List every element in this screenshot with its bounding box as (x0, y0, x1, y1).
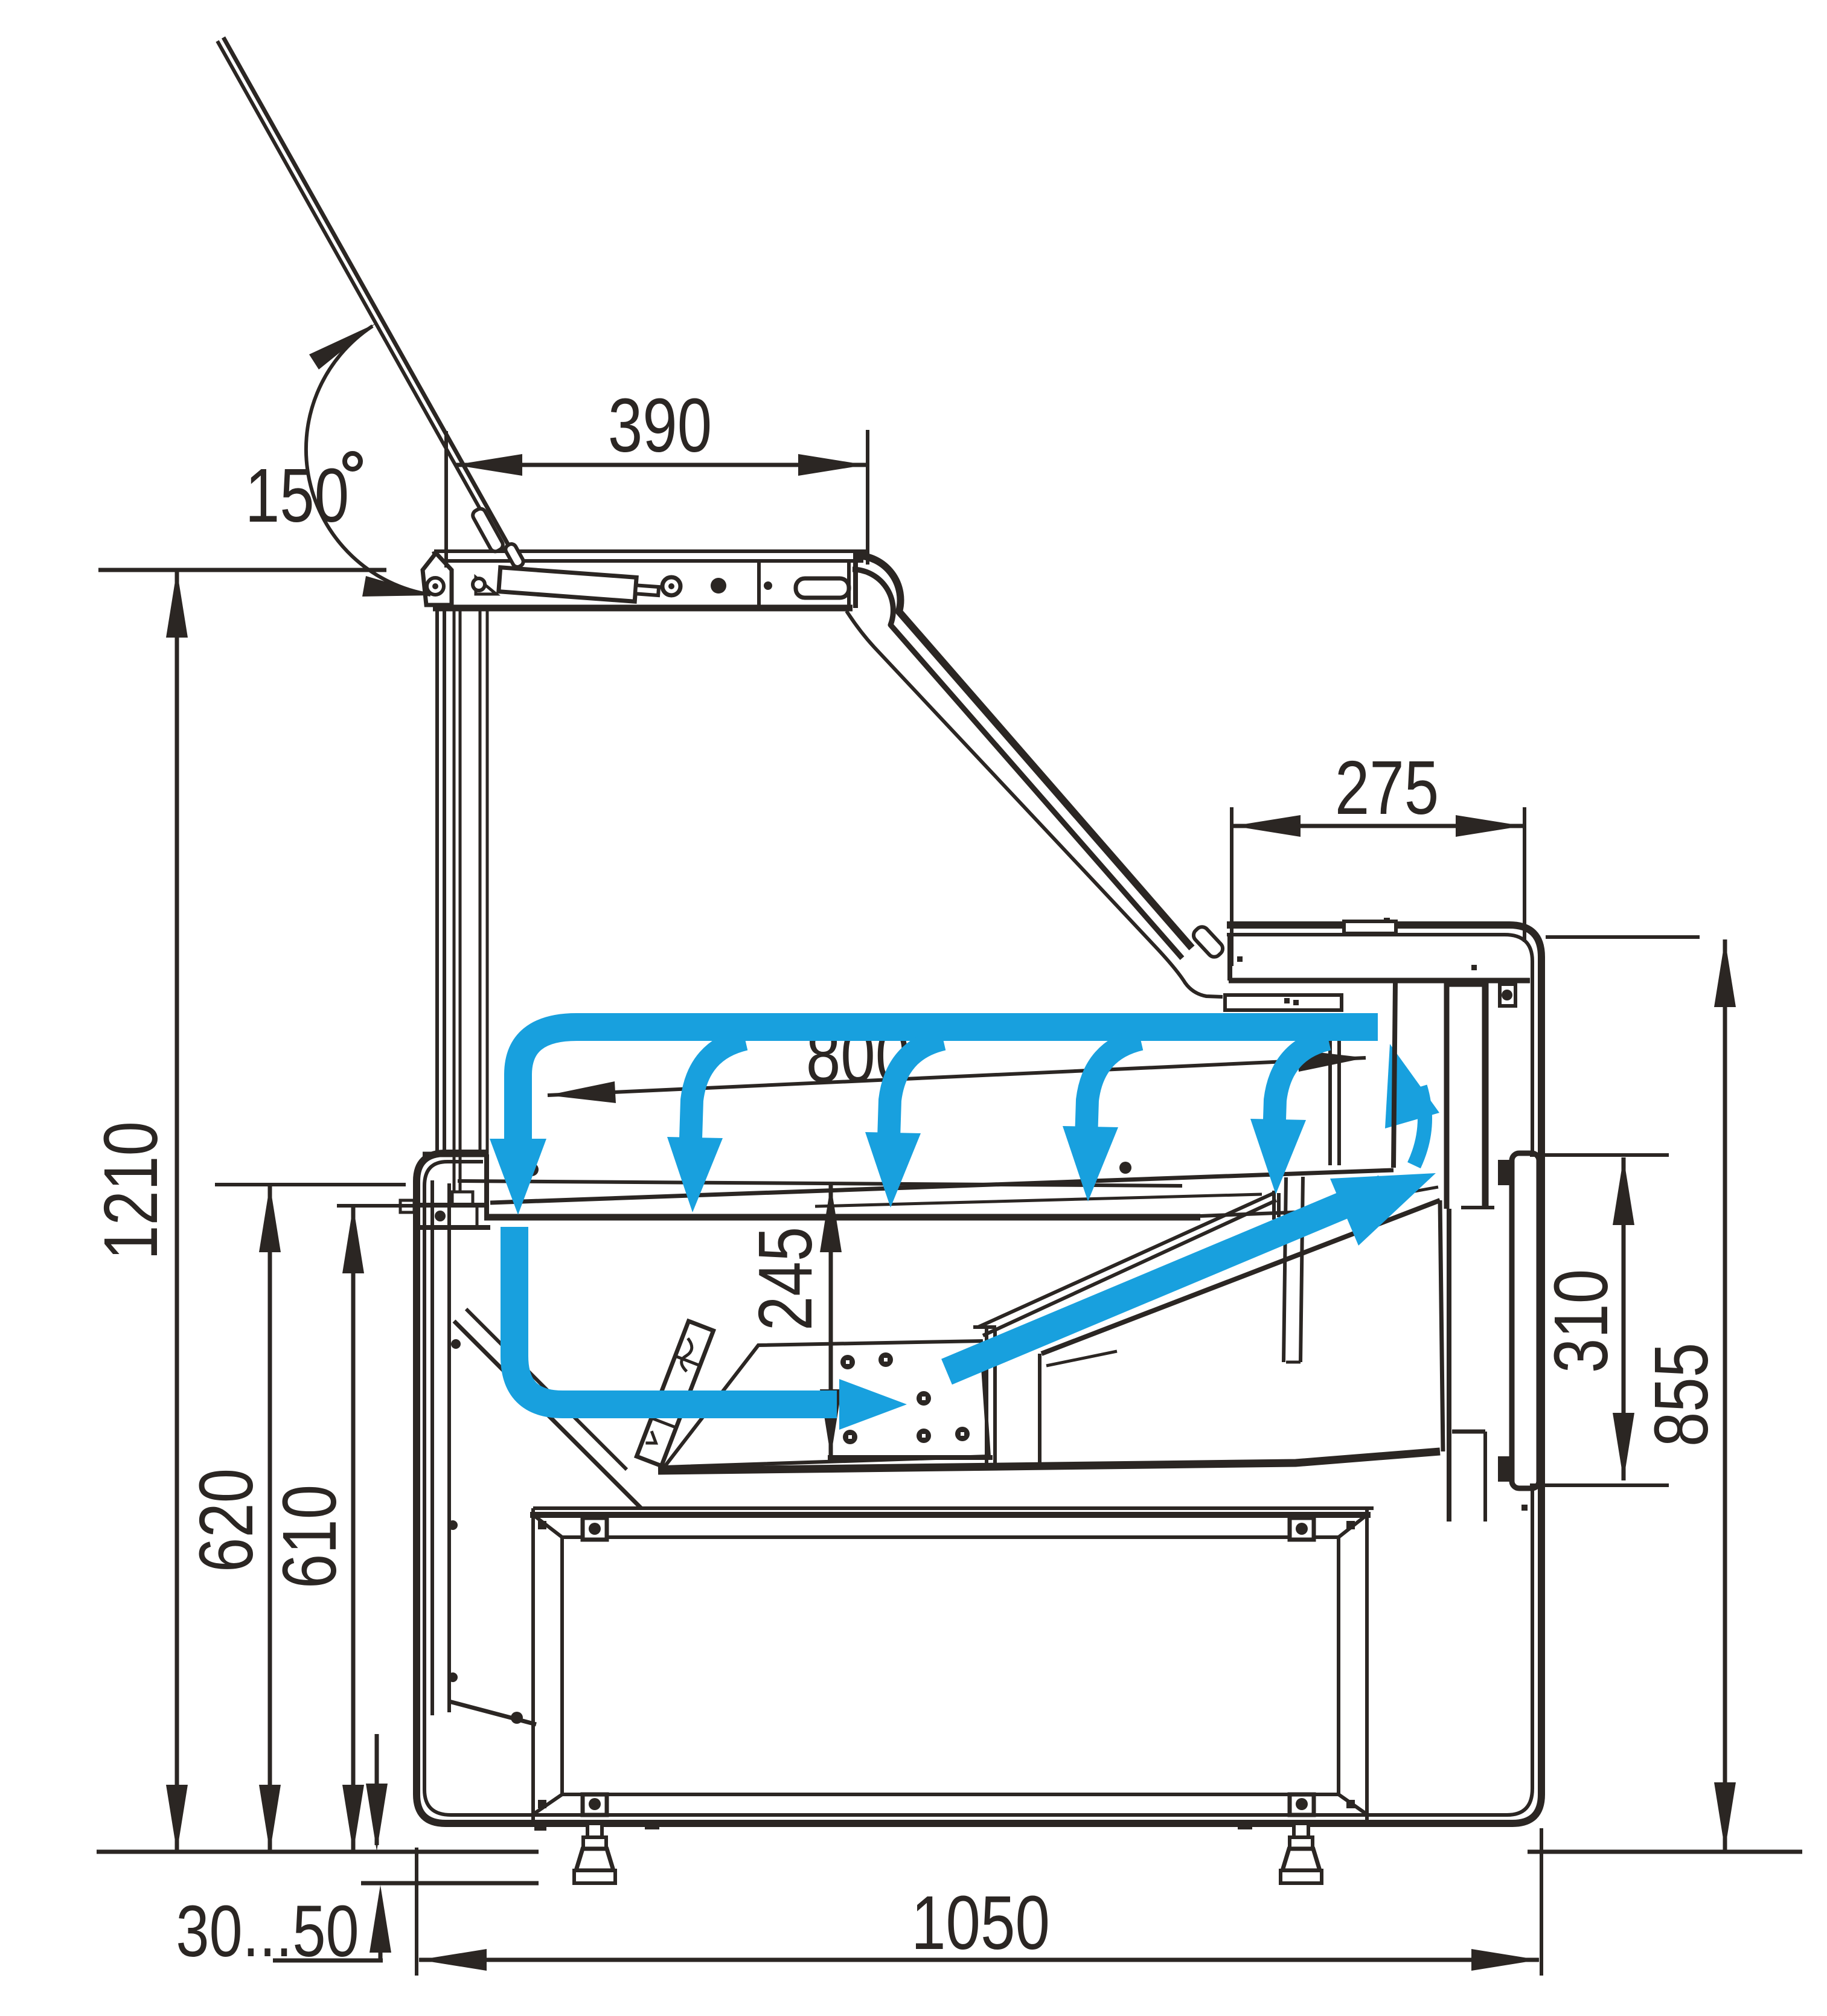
svg-text:620: 620 (184, 1468, 269, 1572)
svg-text:855: 855 (1639, 1343, 1724, 1447)
svg-text:310: 310 (1539, 1269, 1624, 1373)
svg-text:610: 610 (267, 1485, 352, 1589)
svg-text:245: 245 (743, 1227, 828, 1331)
svg-text:150: 150 (245, 453, 349, 538)
svg-text:1210: 1210 (89, 1121, 173, 1260)
svg-text:275: 275 (1335, 746, 1439, 830)
svg-text:30...50: 30...50 (176, 1891, 359, 1973)
svg-text:390: 390 (608, 383, 712, 468)
svg-text:1050: 1050 (911, 1881, 1050, 1965)
